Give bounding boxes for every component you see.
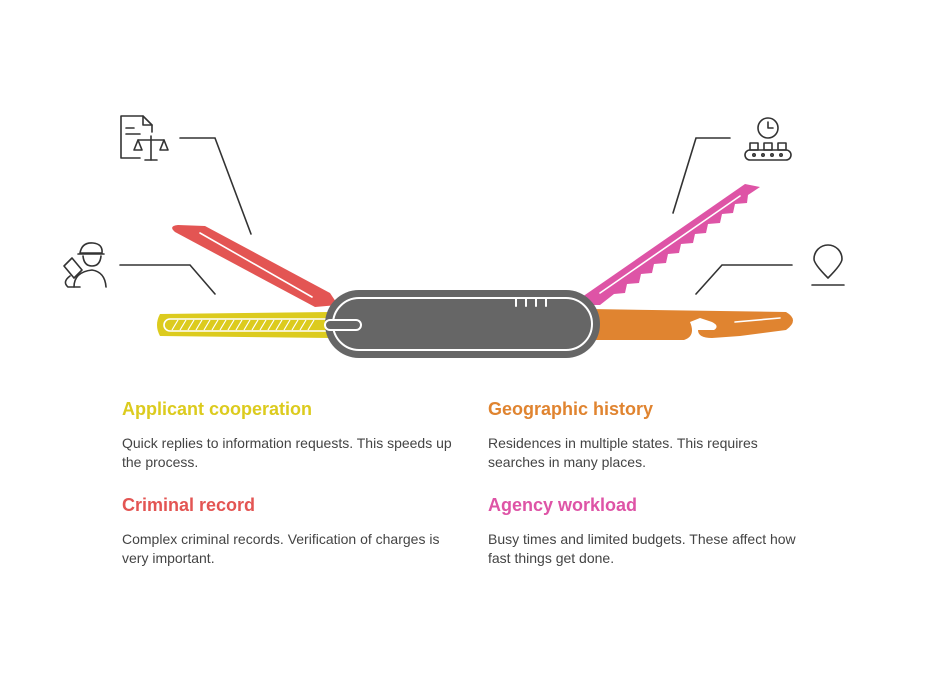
knife-handle (324, 290, 600, 358)
blade-yellow (157, 312, 333, 338)
item-title: Criminal record (122, 495, 256, 515)
item-description: Quick replies to information requests. T… (122, 435, 452, 470)
item-title: Geographic history (488, 399, 654, 419)
worker-with-clipboard-icon (63, 242, 107, 288)
leader-line-agency (672, 137, 731, 214)
blade-orange (590, 309, 793, 340)
clock-conveyor-queue-icon (744, 117, 792, 161)
blade-pink (582, 184, 760, 305)
item-applicant-cooperation: Applicant cooperation Quick replies to i… (122, 398, 452, 472)
item-criminal-record: Criminal record Complex criminal records… (122, 494, 452, 568)
item-description: Busy times and limited budgets. These af… (488, 531, 796, 566)
leader-line-geographic (695, 264, 793, 295)
swiss-knife-diagram (63, 115, 845, 358)
leader-line-criminal (179, 137, 252, 235)
location-pin-icon (811, 244, 845, 286)
item-title: Agency workload (488, 495, 638, 515)
legal-document-scales-icon (120, 115, 169, 161)
blade-red (172, 225, 338, 307)
item-title: Applicant cooperation (122, 399, 313, 419)
item-description: Complex criminal records. Verification o… (122, 531, 440, 566)
item-agency-workload: Agency workload Busy times and limited b… (488, 494, 818, 568)
leader-line-applicant (119, 264, 216, 295)
item-description: Residences in multiple states. This requ… (488, 435, 758, 470)
item-geographic-history: Geographic history Residences in multipl… (488, 398, 818, 472)
